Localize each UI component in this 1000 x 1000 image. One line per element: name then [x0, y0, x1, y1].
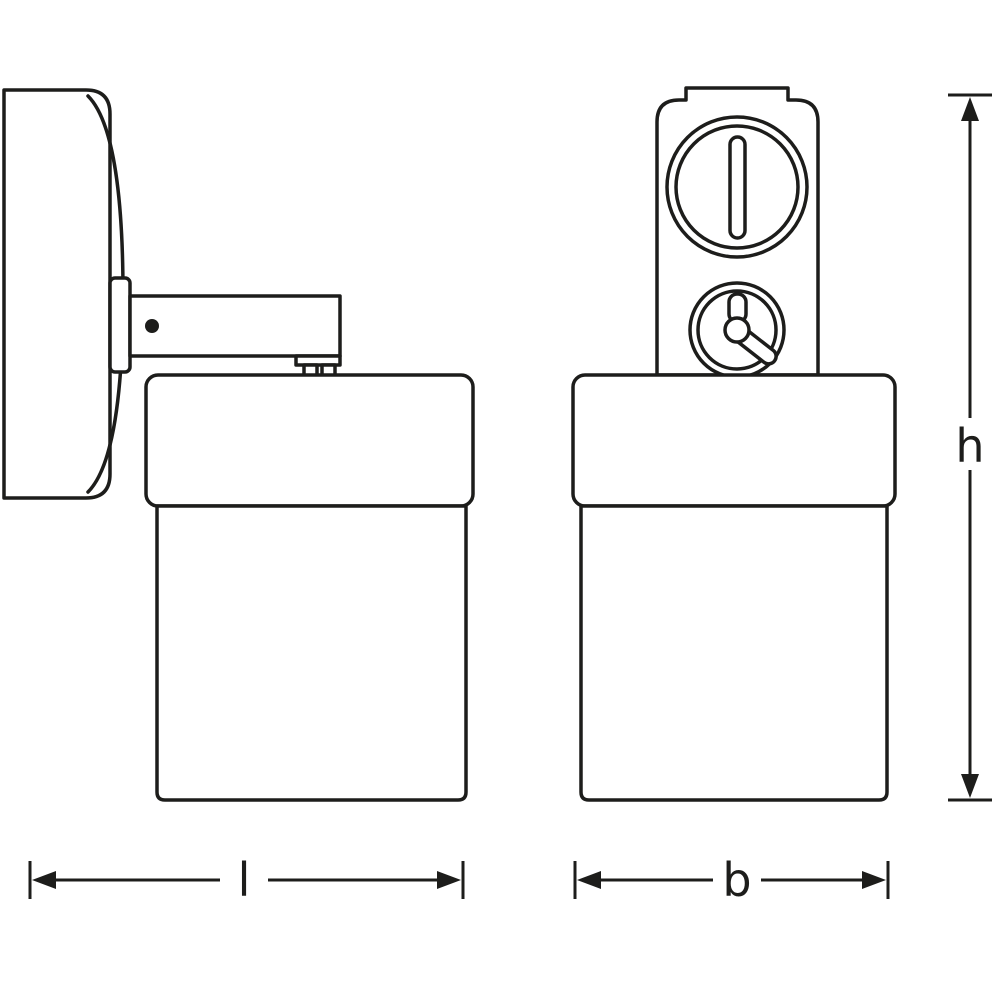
- lamp-body-side: [155, 504, 468, 802]
- length-dimension: l: [28, 852, 465, 907]
- length-arrow-right: [437, 871, 461, 889]
- length-label: l: [238, 853, 251, 907]
- lamp-cap-front: [571, 373, 897, 508]
- height-arrow-top: [961, 97, 979, 121]
- arm-bracket: [108, 276, 132, 374]
- height-label: h: [955, 419, 984, 473]
- width-arrow-right: [862, 871, 886, 889]
- knob-slot: [728, 135, 747, 240]
- adjustment-knob-inner: [674, 124, 800, 250]
- width-dimension: b: [573, 852, 890, 907]
- front-view: [571, 86, 897, 802]
- mounting-arm: [128, 294, 342, 358]
- width-label: b: [722, 853, 751, 907]
- height-arrow-bottom: [961, 774, 979, 798]
- pivot-center: [723, 316, 751, 344]
- height-label-mask: [944, 418, 996, 470]
- lamp-body-front: [579, 504, 889, 802]
- width-arrow-left: [577, 871, 601, 889]
- wall-plate: [2, 88, 112, 500]
- side-view: [2, 88, 475, 802]
- width-label-mask: [713, 852, 761, 904]
- length-label-mask: [220, 852, 268, 904]
- height-dimension: h: [944, 93, 996, 802]
- pivot-joint-inner: [696, 289, 778, 371]
- lamp-cap-side: [144, 373, 475, 508]
- length-arrow-left: [32, 871, 56, 889]
- arm-screw-dot: [145, 319, 159, 333]
